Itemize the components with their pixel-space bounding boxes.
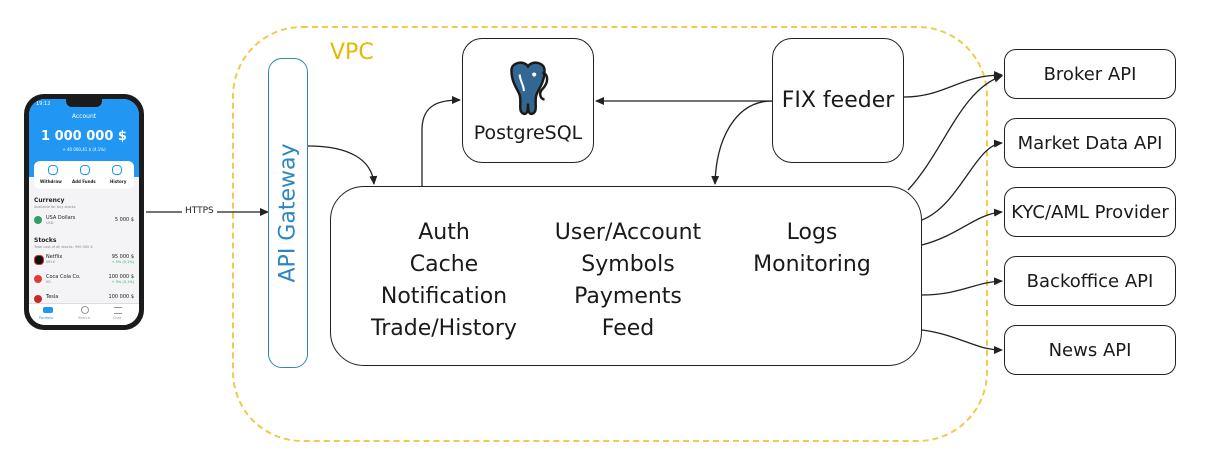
usd-icon: [34, 216, 42, 224]
phone-screen: 19:12 Account 1 000 000 $ + 40 000,41 $ …: [29, 99, 139, 325]
services-to-kyc-arrow: [921, 208, 1003, 246]
service-logs: Logs: [786, 220, 838, 245]
currency-subtitle: Available for buy stocks: [34, 205, 76, 209]
stock-value: 100 000 $: [108, 274, 134, 280]
service-cache: Cache: [409, 252, 479, 277]
gateway-to-services-arrow: [307, 145, 378, 185]
portfolio-icon[interactable]: [43, 307, 53, 313]
currency-code: USD: [46, 221, 54, 225]
stocks-subtitle: Total cost of all stocks: 990 000 $: [34, 245, 93, 249]
service-feed: Feed: [601, 316, 655, 341]
currency-header: Currency: [34, 197, 65, 204]
services-to-backoffice-arrow: [921, 277, 1003, 296]
stock-change: + 5% (0,1%): [111, 260, 134, 264]
history-button[interactable]: History: [110, 179, 127, 184]
backoffice-api-label: Backoffice API: [1026, 270, 1154, 292]
withdraw-button[interactable]: Withdraw: [40, 179, 62, 184]
services-column-2: User/Account Symbols Payments Feed: [545, 217, 711, 345]
phone-delta: + 40 000,41 $ (4,1%): [62, 147, 106, 152]
chat-icon[interactable]: [114, 307, 122, 314]
search-icon[interactable]: [81, 306, 89, 314]
service-trade-history: Trade/History: [371, 316, 517, 341]
news-api-box: News API: [1004, 325, 1176, 375]
tesla-logo-icon: [34, 295, 42, 303]
add-funds-icon[interactable]: [80, 165, 90, 175]
vpc-label: VPC: [330, 40, 374, 65]
history-icon[interactable]: [112, 165, 122, 175]
netflix-logo-icon: [34, 255, 44, 265]
stocks-header: Stocks: [34, 237, 57, 244]
phone-balance: 1 000 000 $: [41, 129, 127, 144]
stock-code: NFLX: [46, 260, 55, 264]
services-to-news-arrow: [921, 329, 1003, 354]
services-to-broker-arrow: [907, 74, 1003, 191]
https-label: HTTPS: [182, 206, 217, 216]
stock-value: 100 000 $: [108, 294, 134, 300]
market-data-api-box: Market Data API: [1004, 118, 1176, 168]
broker-api-box: Broker API: [1004, 49, 1176, 99]
postgresql-elephant-icon: [510, 60, 549, 115]
kyc-aml-provider-box: KYC/AML Provider: [1004, 187, 1176, 237]
service-auth: Auth: [418, 220, 470, 245]
fix-to-services-arrow: [711, 100, 773, 185]
kyc-aml-provider-label: KYC/AML Provider: [1011, 201, 1169, 223]
service-payments: Payments: [574, 284, 682, 309]
nav-search[interactable]: Search: [78, 316, 91, 320]
fix-feeder-label: FIX feeder: [781, 88, 895, 113]
api-gateway-label: API Gateway: [275, 143, 301, 283]
currency-name: USA Dollars: [46, 215, 76, 221]
market-data-api-label: Market Data API: [1017, 132, 1163, 154]
services-to-market-data-arrow: [921, 139, 1003, 221]
currency-value: 5 000 $: [114, 217, 134, 223]
backoffice-api-box: Backoffice API: [1004, 256, 1176, 306]
news-api-label: News API: [1048, 339, 1132, 361]
phone-notch: [66, 99, 102, 107]
vpc-boundary: [232, 26, 988, 442]
stock-name: Coca Cola Co.: [46, 274, 81, 280]
coca-cola-logo-icon: [34, 275, 42, 283]
service-monitoring: Monitoring: [753, 252, 871, 277]
postgresql-label: PostgreSQL: [473, 121, 583, 144]
stock-name: Tesla: [46, 294, 59, 300]
service-user-account: User/Account: [554, 220, 702, 245]
stock-name: Netflix: [46, 254, 63, 260]
phone-bottom-nav: Portfolio Search Chat: [29, 303, 139, 325]
fix-to-broker-arrow: [903, 71, 1003, 98]
add-funds-button[interactable]: Add Funds: [72, 179, 96, 184]
service-notification: Notification: [380, 284, 508, 309]
stock-code: KO: [46, 280, 51, 284]
phone-time: 19:12: [36, 101, 51, 107]
postgresql-box: PostgreSQL: [462, 38, 594, 163]
api-gateway-box: API Gateway: [268, 58, 308, 368]
services-box: Auth Cache Notification Trade/History Us…: [330, 186, 922, 366]
nav-portfolio[interactable]: Portfolio: [39, 316, 54, 320]
broker-api-label: Broker API: [1043, 63, 1137, 85]
services-column-1: Auth Cache Notification Trade/History: [369, 217, 519, 345]
services-to-db-arrow: [421, 96, 461, 186]
services-column-3: Logs Monitoring: [741, 217, 883, 281]
fix-feeder-box: FIX feeder: [772, 38, 904, 163]
stock-change: + 5% (0,1%): [111, 280, 134, 284]
withdraw-icon[interactable]: [48, 165, 58, 175]
phone-actions-card: Withdraw Add Funds History: [34, 161, 134, 189]
nav-chat[interactable]: Chat: [113, 316, 122, 320]
stock-value: 95 000 $: [111, 254, 134, 260]
service-symbols: Symbols: [581, 252, 675, 277]
phone-title: Account: [71, 113, 97, 120]
